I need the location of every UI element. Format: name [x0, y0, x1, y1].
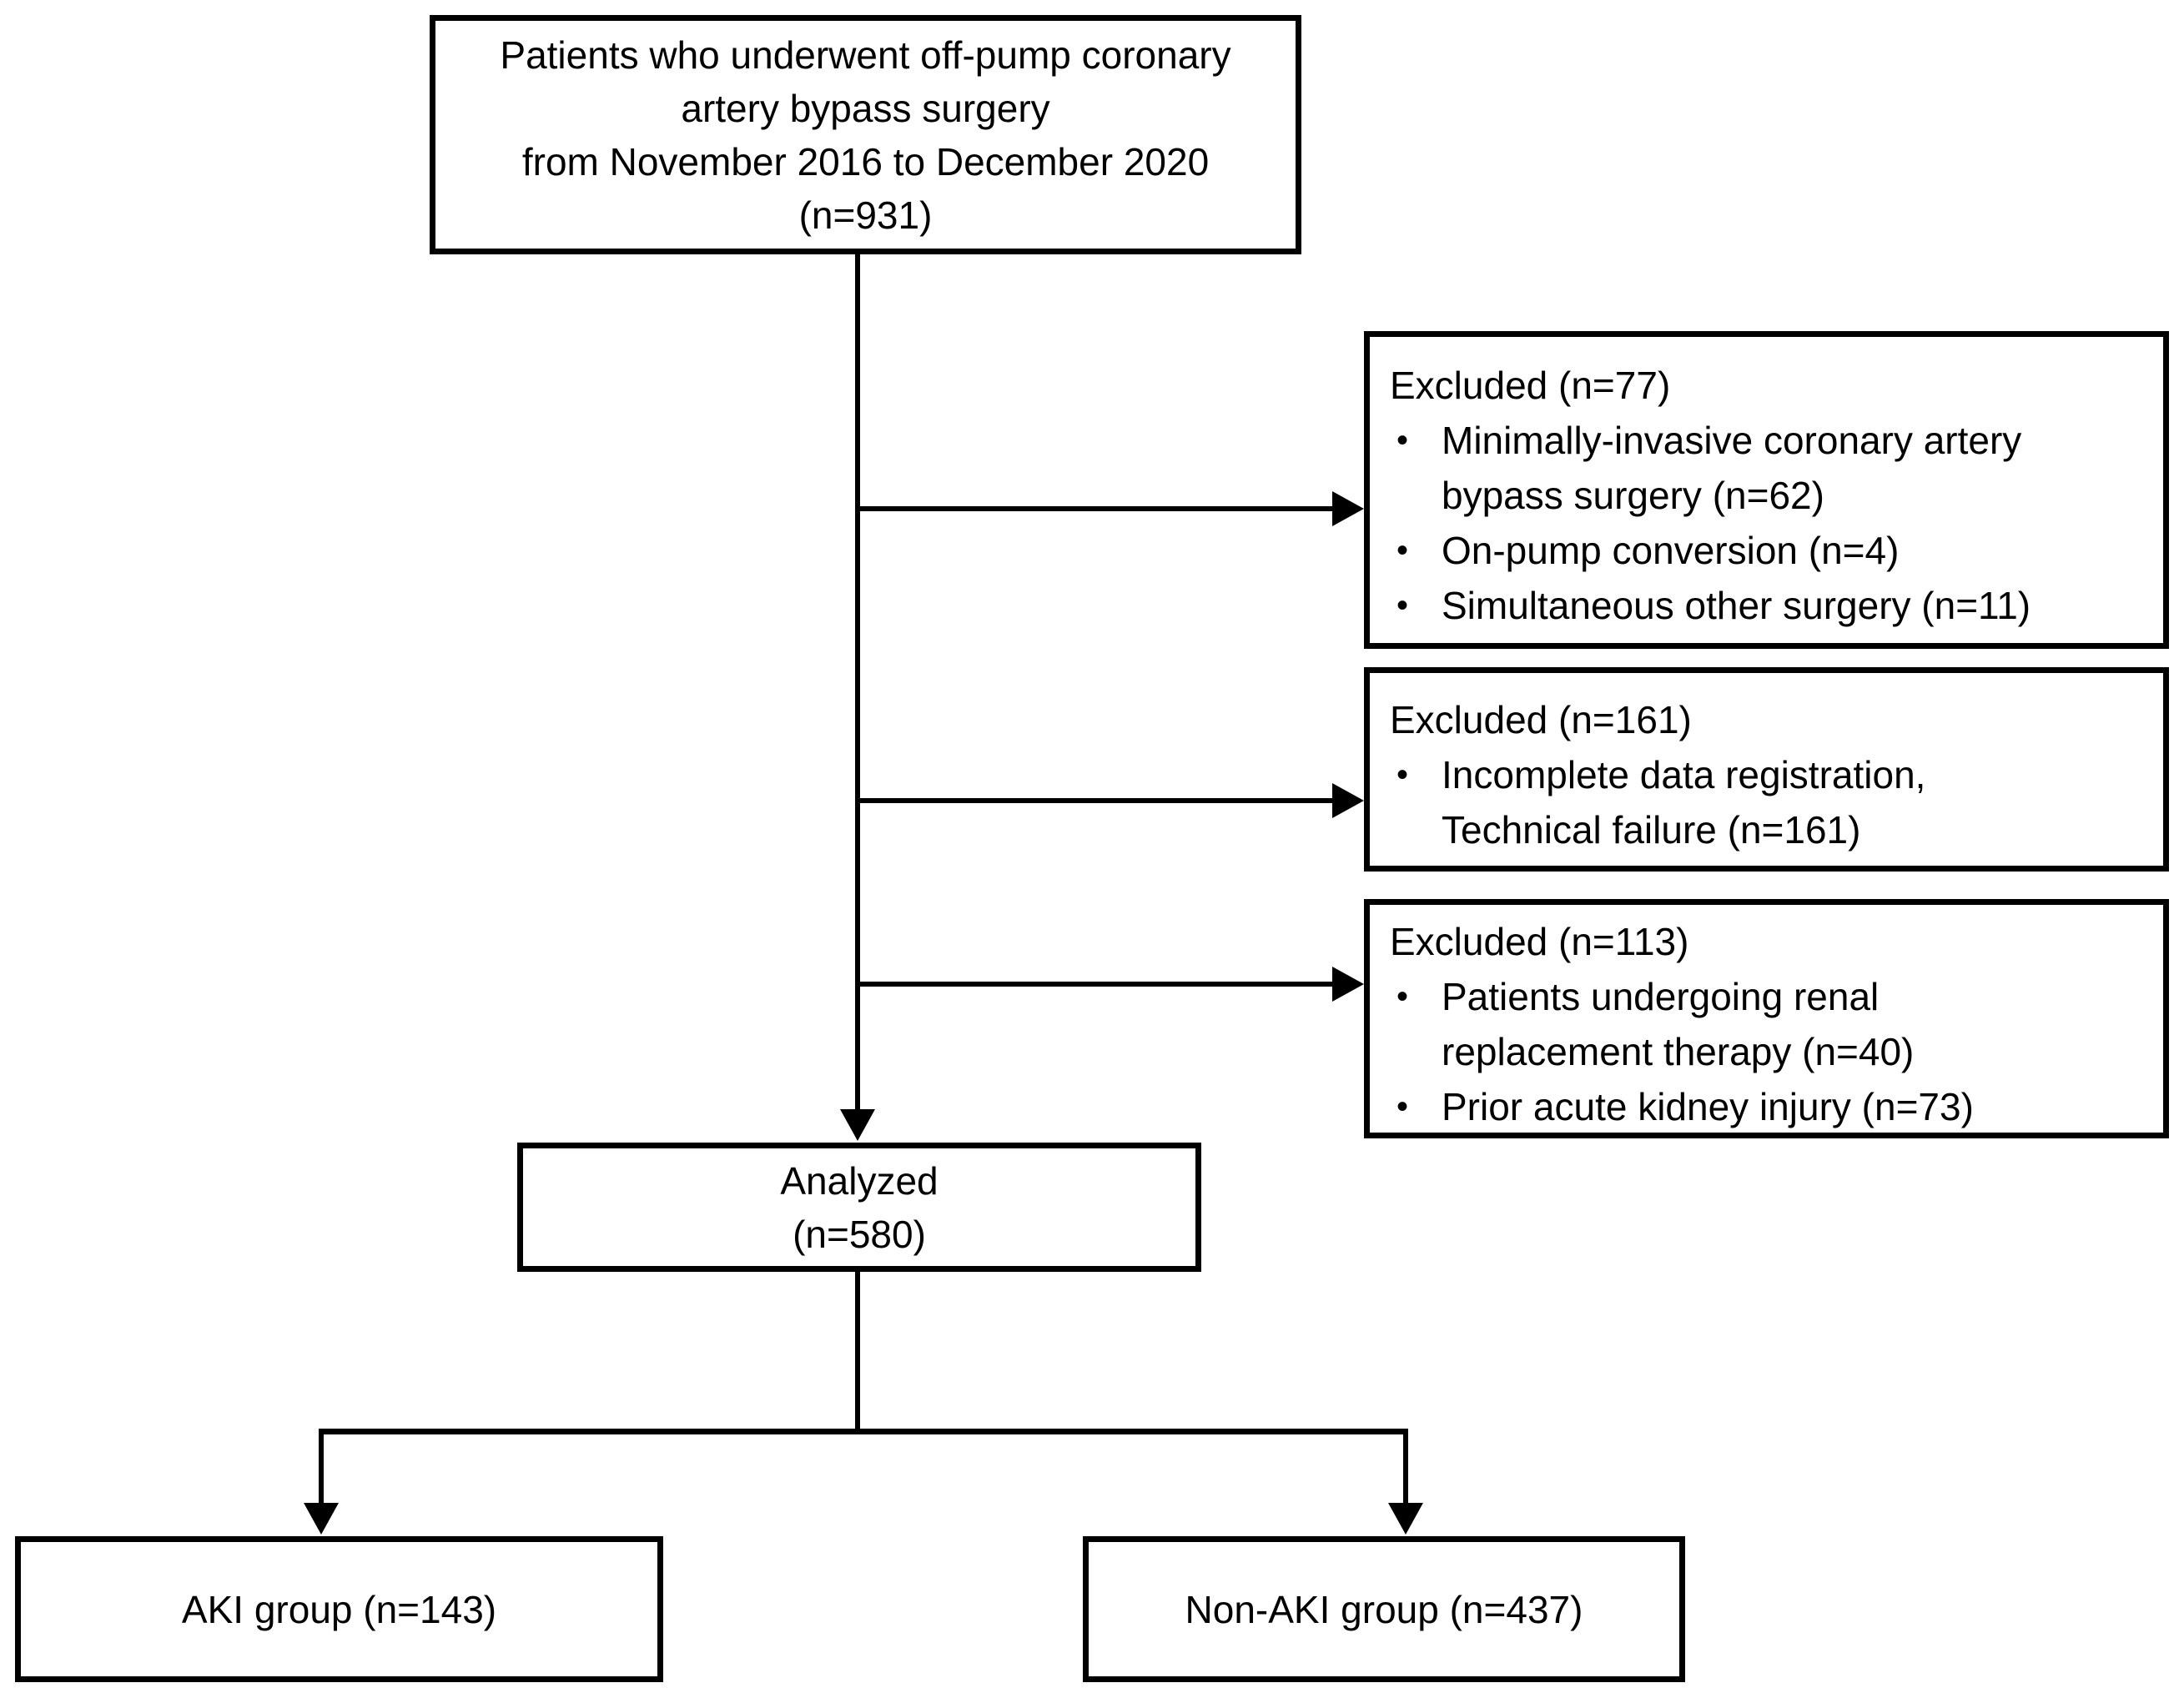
- bullet-icon: •: [1396, 756, 1409, 793]
- enrollment-line-1: Patients who underwent off-pump coronary: [500, 33, 1231, 77]
- non-aki-group-box: Non-AKI group (n=437): [1083, 1536, 1685, 1682]
- analyzed-box: Analyzed (n=580): [517, 1143, 1201, 1272]
- excluded-box-3: Excluded (n=113) • Patients undergoing r…: [1364, 899, 2169, 1138]
- excluded-2-item-1-text: Incomplete data registration, Technical …: [1442, 753, 1926, 852]
- excluded-3-item-1-text: Patients undergoing renal replacement th…: [1442, 975, 1915, 1073]
- split-right-line: [1403, 1429, 1408, 1505]
- excluded-1-item-2-text: On-pump conversion (n=4): [1442, 529, 1900, 572]
- non-aki-group-label: Non-AKI group (n=437): [1185, 1587, 1583, 1631]
- aki-group-box: AKI group (n=143): [15, 1536, 663, 1682]
- bullet-icon: •: [1396, 422, 1409, 459]
- excluded-box-2: Excluded (n=161) • Incomplete data regis…: [1364, 667, 2169, 872]
- excluded-1-item-1: • Minimally-invasive coronary artery byp…: [1390, 413, 2141, 523]
- split-stem-line: [855, 1272, 860, 1434]
- arrow-down-icon: [1388, 1503, 1423, 1535]
- excluded-1-item-1-text: Minimally-invasive coronary artery bypas…: [1442, 419, 2022, 517]
- excluded-3-item-2: • Prior acute kidney injury (n=73): [1390, 1079, 2141, 1134]
- excluded-3-item-1: • Patients undergoing renal replacement …: [1390, 969, 2141, 1079]
- main-trunk-line: [855, 254, 860, 1112]
- split-left-line: [319, 1429, 324, 1505]
- bullet-icon: •: [1396, 978, 1409, 1015]
- split-bar-line: [319, 1429, 1408, 1434]
- arrow-down-icon: [840, 1109, 875, 1141]
- analyzed-count: (n=580): [793, 1212, 926, 1256]
- arrow-right-icon: [1332, 783, 1364, 818]
- branch-line-excluded-2: [858, 798, 1332, 803]
- branch-line-excluded-1: [858, 506, 1332, 511]
- bullet-icon: •: [1396, 532, 1409, 569]
- arrow-right-icon: [1332, 967, 1364, 1002]
- excluded-1-item-2: • On-pump conversion (n=4): [1390, 523, 2141, 578]
- aki-group-label: AKI group (n=143): [181, 1587, 497, 1631]
- excluded-1-item-3: • Simultaneous other surgery (n=11): [1390, 578, 2141, 633]
- enrollment-line-3: from November 2016 to December 2020: [521, 139, 1210, 183]
- excluded-2-title: Excluded (n=161): [1390, 698, 1692, 741]
- excluded-1-title: Excluded (n=77): [1390, 364, 1671, 407]
- arrow-right-icon: [1332, 491, 1364, 526]
- bullet-icon: •: [1396, 1088, 1409, 1125]
- analyzed-label: Analyzed: [780, 1158, 939, 1203]
- enrollment-line-2: artery bypass surgery: [681, 86, 1050, 130]
- excluded-box-1: Excluded (n=77) • Minimally-invasive cor…: [1364, 331, 2169, 649]
- excluded-3-title: Excluded (n=113): [1390, 920, 1689, 963]
- enrollment-count: (n=931): [798, 193, 933, 237]
- excluded-3-item-2-text: Prior acute kidney injury (n=73): [1442, 1085, 1974, 1128]
- excluded-2-item-1: • Incomplete data registration, Technica…: [1390, 747, 2141, 857]
- enrollment-box: Patients who underwent off-pump coronary…: [430, 15, 1301, 254]
- excluded-1-item-3-text: Simultaneous other surgery (n=11): [1442, 584, 2031, 627]
- arrow-down-icon: [304, 1503, 339, 1535]
- bullet-icon: •: [1396, 587, 1409, 624]
- branch-line-excluded-3: [858, 982, 1332, 987]
